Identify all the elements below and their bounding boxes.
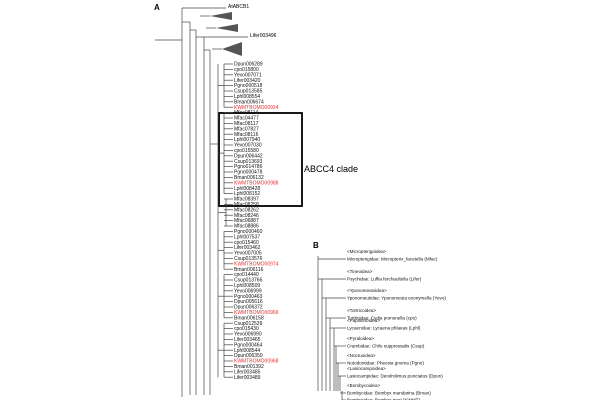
leaf-label: Pgno014786 [234, 164, 263, 170]
leaf-label: Dpun006442 [234, 153, 263, 159]
leaf-label: Bman001392 [234, 364, 264, 370]
collapsed-clade-2 [216, 24, 238, 32]
superfamily-label: <Micropterigoidea> [347, 249, 387, 254]
leaf-label: Bman006116 [234, 267, 264, 273]
leaf-label: Mfac08397 [234, 197, 259, 203]
leaf-label: Bman006674 [234, 99, 264, 105]
superfamily-label: <Yponomeutoidea> [347, 288, 387, 293]
leaf-label: Lphl008554 [234, 94, 260, 100]
leaf-label: Pgno000518 [234, 83, 263, 89]
species-label: Crambidae: Chilo suppressalis (Csup) [347, 344, 425, 349]
leaf-label: Dpun005616 [234, 299, 263, 305]
leaf-label: Yevo007005 [234, 251, 262, 257]
species-label: Bombycidae: Bombyx mori (KWMT) [347, 398, 420, 400]
species-label: Yponomeutidae: Yponomeuta evonymella (Ye… [347, 296, 446, 301]
leaf-label: Csup013585 [234, 89, 263, 95]
leaf-label: KWMTBOMO00924 [234, 105, 279, 111]
leaf-label: Pgno000463 [234, 294, 263, 300]
leaf-label: Lifer003465 [234, 337, 261, 343]
panel-a-letter: A [154, 3, 160, 12]
species-label: Notodontidae: Pheosia gnoma (Pgno) [347, 361, 424, 366]
leaf-label: Mfac04477 [234, 116, 259, 122]
leaf-label: Yevo007071 [234, 72, 262, 78]
species-label: Bombycidae: Bombyx mandarina (Bman) [347, 391, 431, 396]
leaf-label: Csup013576 [234, 256, 263, 262]
leaf-label: Mfac08886 [234, 224, 259, 230]
leaf-label: Dpun006359 [234, 353, 263, 359]
leaf-label: Dpun006372 [234, 305, 263, 311]
leaf-label: Lphl007537 [234, 234, 260, 240]
species-label: Lasiocampidae: Dendrolimus punctatus (Dp… [347, 374, 443, 379]
leaf-label: Lifer003420 [234, 78, 261, 84]
leaf-label: Pgno000464 [234, 342, 263, 348]
species-label: Lycaenidae: Lycaena phlaeas (Lphl) [347, 326, 421, 331]
tree-a [155, 7, 248, 397]
outgroup-label: AtABCB1 [228, 4, 249, 10]
collapsed-clade-3 [222, 42, 242, 56]
collapsed-clade-1 [210, 12, 232, 20]
leaf-label: Lphl008509 [234, 283, 260, 289]
leaf-label: Yevo006990 [234, 332, 262, 338]
leaf-label: Yevo006999 [234, 288, 262, 294]
panel-b-letter: B [313, 241, 319, 250]
leaf-label: KWMTBOMO00988 [234, 180, 279, 186]
leaf-label: cpo014440 [234, 272, 259, 278]
leaf-label: Mfac08262 [234, 207, 259, 213]
superfamily-label: <Lasiocampoidea> [347, 366, 386, 371]
leaf-label: Lphl008428 [234, 186, 260, 192]
superfamily-label: <Tortricoidea> [347, 308, 376, 313]
leaf-label: Lphl008152 [234, 191, 260, 197]
leaf-label: Mfac08114 [234, 110, 259, 116]
leaf-label: Lifer003485 [234, 369, 261, 375]
abcc4-clade-box [218, 112, 303, 207]
leaf-label: Bman006132 [234, 175, 264, 181]
superfamily-label: <Noctuoidea> [347, 353, 376, 358]
superfamily-label: <Pyraloidea> [347, 336, 374, 341]
leaf-label: Mfac07827 [234, 126, 259, 132]
leaf-label: Bman006158 [234, 315, 264, 321]
species-label: Tortricidae: Cydia pomonella (cpo) [347, 316, 417, 321]
leaf-label: Lifer003462 [234, 245, 261, 251]
top-leaf-label: Lifer003496 [250, 33, 277, 39]
leaf-label: Pgno000460 [234, 229, 263, 235]
leaf-label: Csup013766 [234, 278, 263, 284]
leaf-label: KWMTBOMO00974 [234, 261, 279, 267]
taxa-labels-b: <Micropterigoidea> Micropterigidae: Micro… [347, 249, 446, 400]
leaf-label: Mfac06887 [234, 218, 259, 224]
leaf-label: Lphl007940 [234, 137, 260, 143]
leaf-label: Yevo007030 [234, 143, 262, 149]
leaf-label: cpo015460 [234, 240, 259, 246]
leaf-label: Mfac08116 [234, 132, 259, 138]
leaf-label: Lifer003489 [234, 375, 261, 381]
leaf-label: Csup012539 [234, 321, 263, 327]
leaf-label: KWMTBOMO00968 [234, 359, 279, 365]
leaf-label: Mfac08246 [234, 213, 259, 219]
leaf-label: Csup013693 [234, 159, 263, 165]
leaf-label: Dpun006289 [234, 62, 263, 68]
species-label: Micropterigidae: Micropterix_facetella (… [347, 257, 438, 262]
leaf-label: cpo015580 [234, 148, 259, 154]
leaf-label: Lphl008544 [234, 348, 260, 354]
leaf-label: cpo015800 [234, 67, 259, 73]
leaf-label: KWMTBOMO00969 [234, 310, 279, 316]
superfamily-label: <Bombycoidea> [347, 383, 381, 388]
leaf-label: Mfac08258 [234, 202, 259, 208]
clade-label: ABCC4 clade [304, 164, 358, 174]
species-label: Psychidae: Luffia ferchaultella (Lifer) [347, 277, 422, 282]
leaf-label: Mfac08117 [234, 121, 259, 127]
superfamily-label: <Papilionoidea> [347, 318, 380, 323]
tree-b [317, 256, 346, 400]
leaf-labels-a: Dpun006289cpo015800Yevo007071Lifer003420… [234, 62, 279, 381]
leaf-label: Pgno000478 [234, 170, 263, 176]
leaf-label: cpo015430 [234, 326, 259, 332]
superfamily-label: <Tineoidea> [347, 269, 373, 274]
